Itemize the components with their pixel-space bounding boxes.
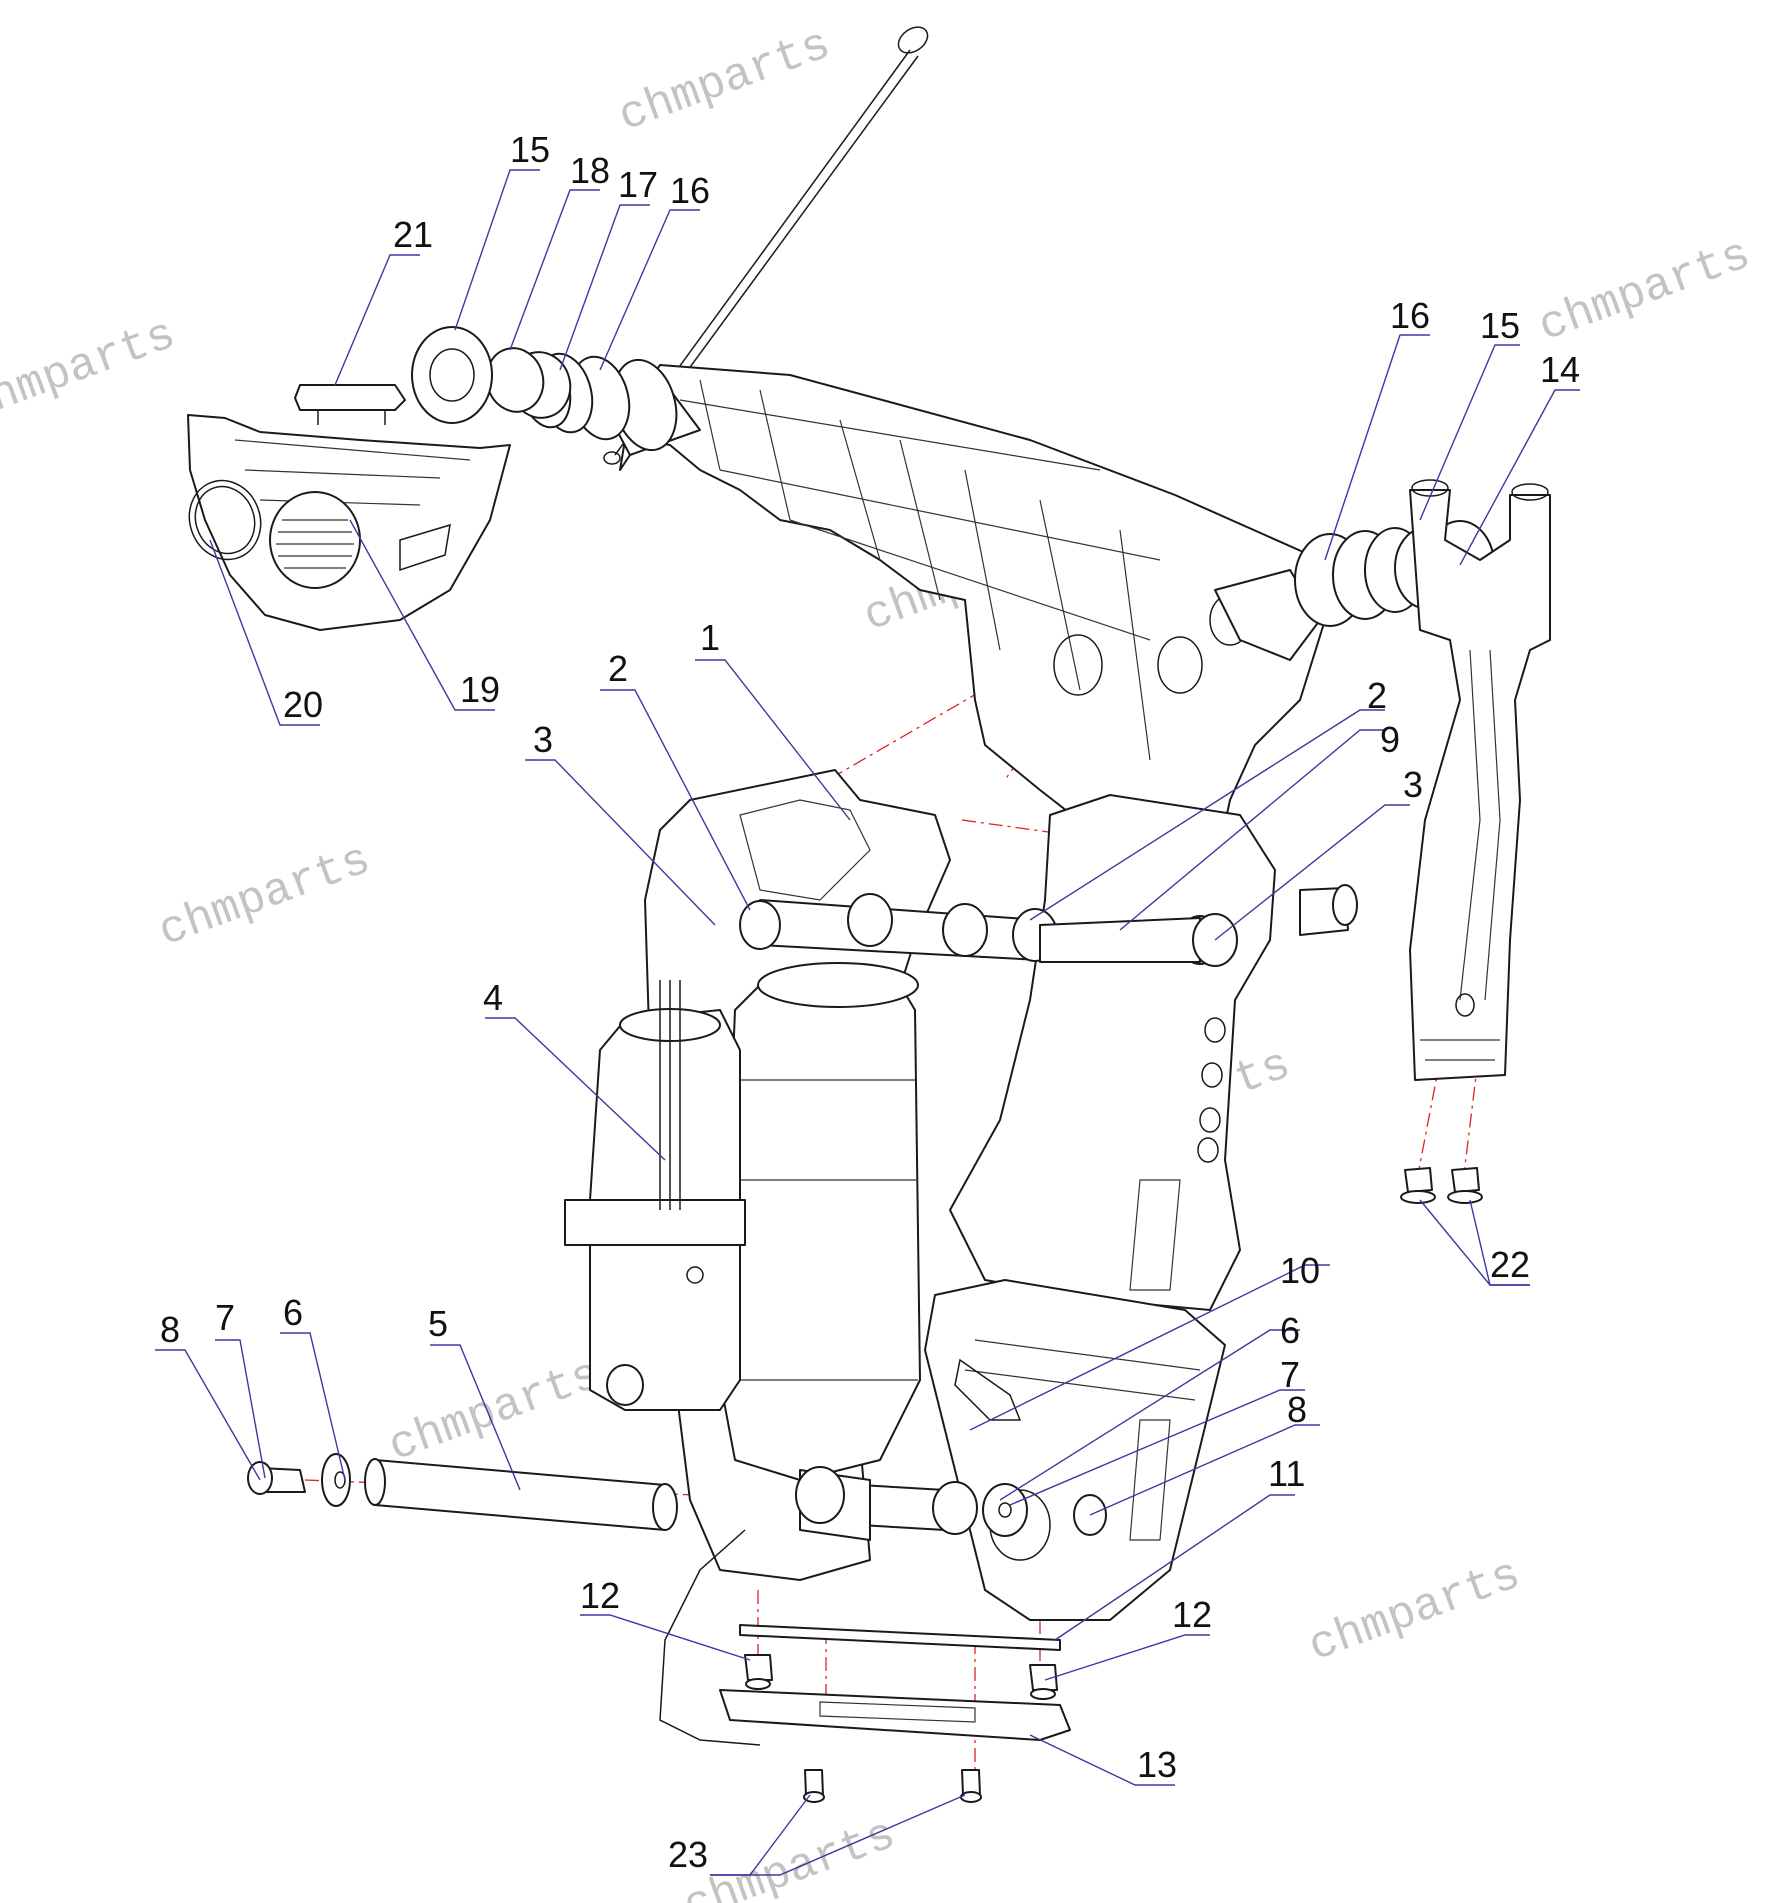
callout-12-left: 12 <box>580 1575 620 1616</box>
callout-1: 1 <box>700 617 720 658</box>
callout-7-left: 7 <box>215 1297 235 1338</box>
callout-18: 18 <box>570 150 610 191</box>
callout-12-right: 12 <box>1172 1594 1212 1635</box>
callout-2-left: 2 <box>608 648 628 689</box>
callout-22: 22 <box>1490 1244 1530 1285</box>
callout-15-left: 15 <box>510 129 550 170</box>
callout-13: 13 <box>1137 1744 1177 1785</box>
lower-pin-assembly <box>247 1453 1107 1541</box>
watermark: chmparts <box>1302 1549 1527 1673</box>
upper-left-bushings <box>411 326 701 456</box>
leader-lines <box>155 169 1580 1876</box>
front-cover <box>187 384 511 631</box>
lower-plate <box>659 1529 1071 1746</box>
callout-2-right: 2 <box>1367 675 1387 716</box>
callout-11: 11 <box>1268 1453 1305 1494</box>
watermark: chmparts <box>612 19 837 143</box>
callout-16-left: 16 <box>670 170 710 211</box>
watermark: chmparts <box>1532 229 1757 353</box>
callout-20: 20 <box>283 684 323 725</box>
screws-23 <box>803 1769 982 1803</box>
callout-21: 21 <box>393 214 433 255</box>
callout-6-right: 6 <box>1280 1310 1300 1351</box>
callout-16-right: 16 <box>1390 295 1430 336</box>
trim-cylinder <box>564 962 921 1481</box>
callout-23: 23 <box>668 1834 708 1875</box>
callout-17: 17 <box>618 164 658 205</box>
callout-15-right: 15 <box>1480 305 1520 346</box>
screws-22 <box>1400 1167 1483 1204</box>
callout-14: 14 <box>1540 349 1580 390</box>
callout-19: 19 <box>460 669 500 710</box>
watermark: chmparts <box>152 834 377 958</box>
right-bushings-arm <box>1294 479 1551 1081</box>
callout-9: 9 <box>1380 719 1400 760</box>
callout-10: 10 <box>1280 1250 1320 1291</box>
callout-7-right: 7 <box>1280 1354 1300 1395</box>
callout-3-right: 3 <box>1403 764 1423 805</box>
watermark: chmparts <box>0 309 182 433</box>
callout-4: 4 <box>483 977 503 1018</box>
watermark: chmparts <box>382 1349 607 1473</box>
callout-3-left: 3 <box>533 719 553 760</box>
callout-8-left: 8 <box>160 1309 180 1350</box>
upper-pin <box>739 884 1358 967</box>
callout-numbers: 1 2 2 3 3 4 5 6 6 7 7 8 8 9 10 11 12 12 … <box>160 129 1580 1875</box>
callout-8-right: 8 <box>1287 1389 1307 1430</box>
callout-5: 5 <box>428 1303 448 1344</box>
callout-6-left: 6 <box>283 1292 303 1333</box>
